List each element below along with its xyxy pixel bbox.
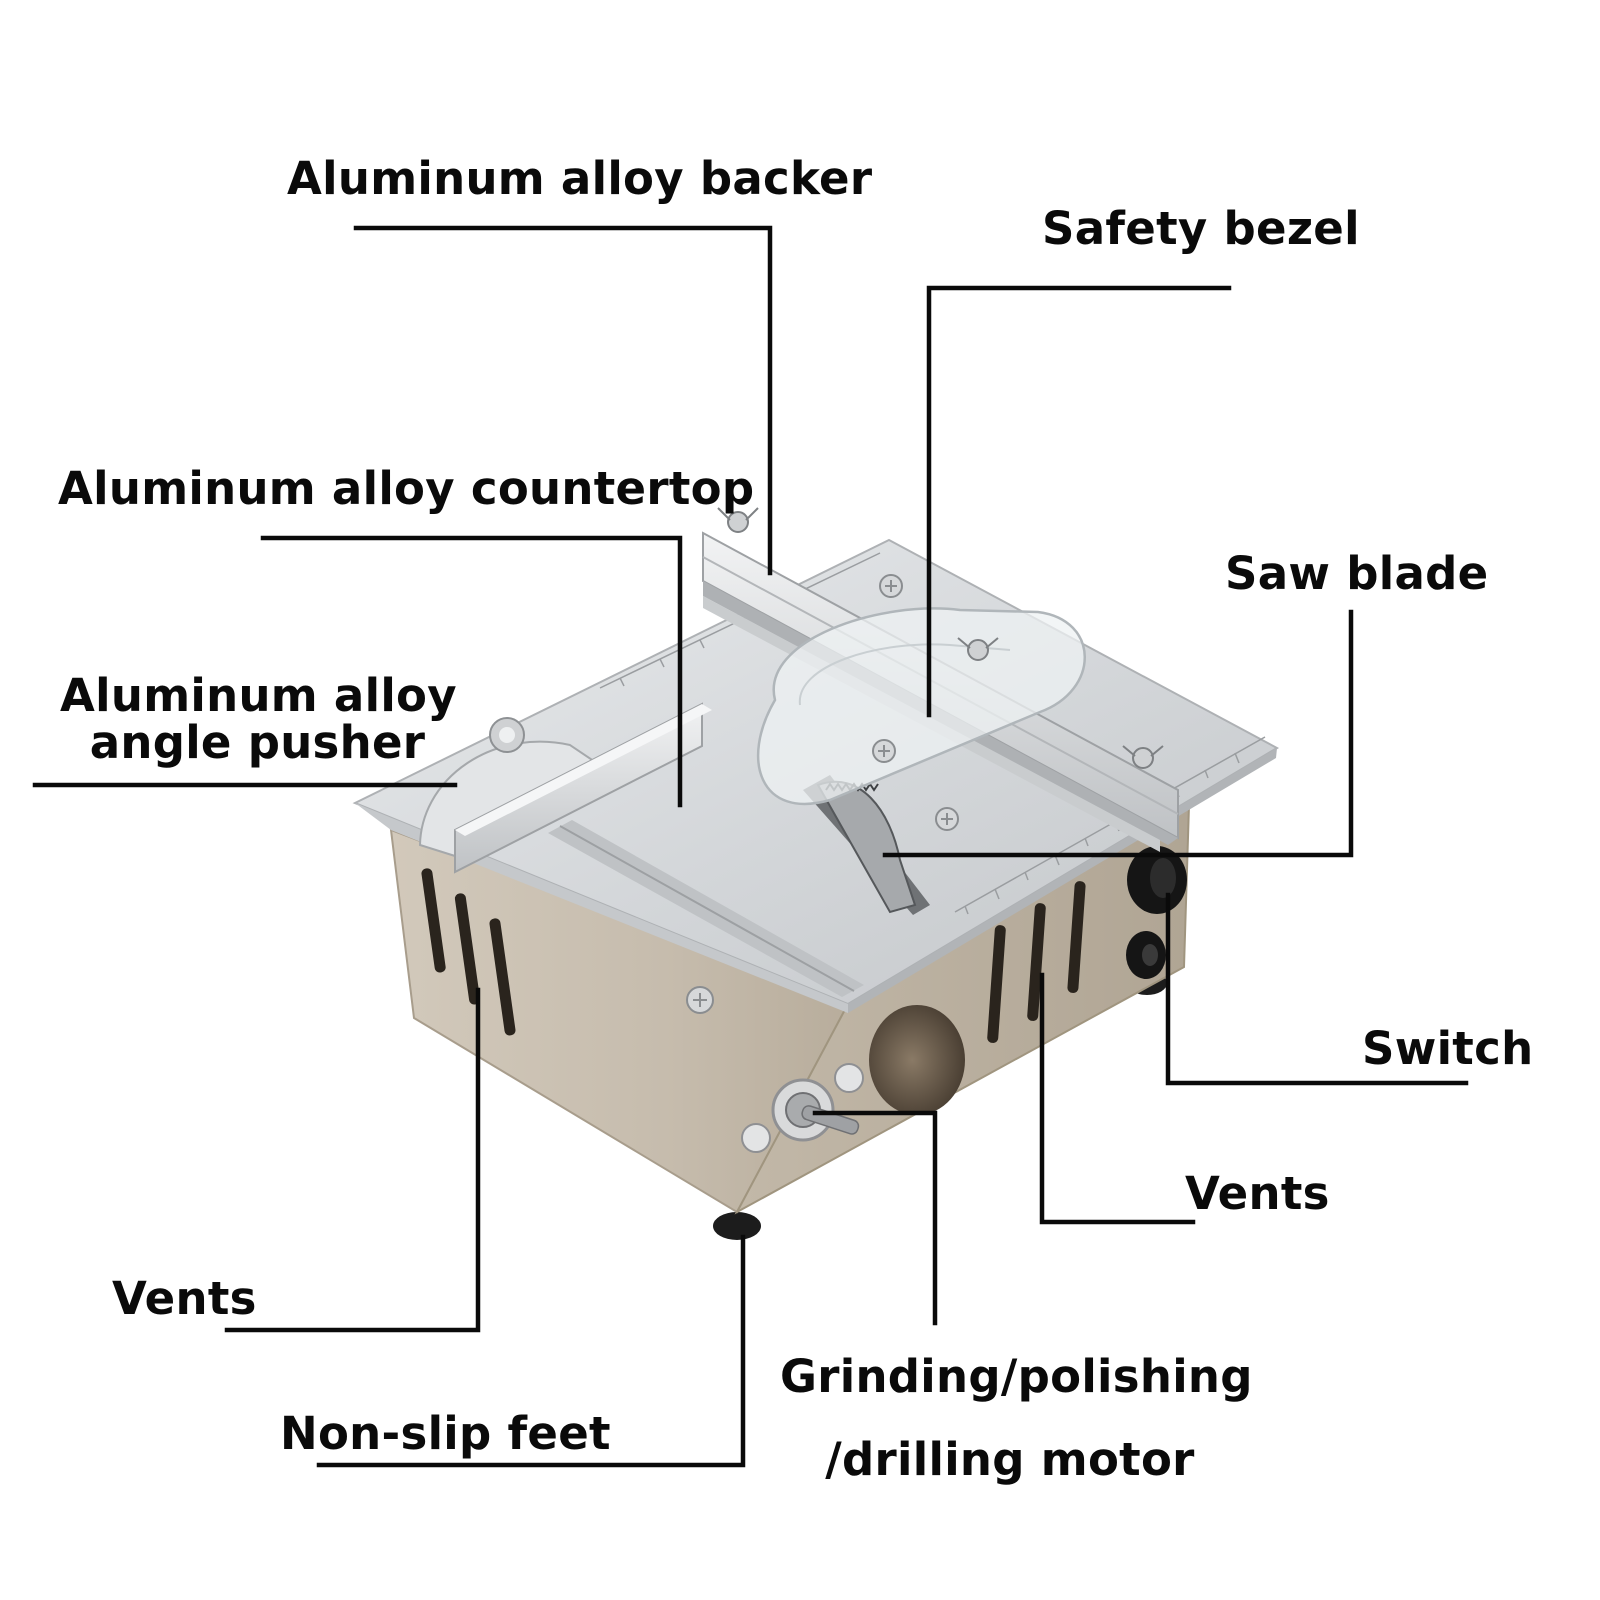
angle-pusher: [418, 702, 712, 874]
leader-motor: [812, 1110, 938, 1326]
label-motor-line2: /drilling motor: [825, 1433, 1195, 1487]
leader-lines: [32, 225, 1469, 1468]
leader-vents-left: [224, 987, 481, 1333]
switch-panel: [1126, 846, 1187, 979]
right-vents: [987, 881, 1086, 1043]
label-angle-pusher-line2: angle pusher: [89, 716, 426, 770]
motor-opening: [869, 1005, 965, 1115]
safety-bezel: [756, 607, 1086, 806]
label-switch: Switch: [1362, 1022, 1534, 1075]
wing-nuts: [717, 507, 1164, 769]
left-vents: [421, 868, 516, 1036]
countertop-screws: [686, 574, 959, 1014]
label-feet: Non-slip feet: [280, 1407, 611, 1460]
label-countertop: Aluminum alloy countertop: [58, 462, 755, 515]
label-safety-bezel: Safety bezel: [1042, 202, 1360, 255]
leader-safety-bezel: [926, 285, 1232, 718]
label-motor-line1: Grinding/polishing: [780, 1350, 1253, 1403]
label-saw-blade: Saw blade: [1225, 547, 1489, 600]
leader-countertop: [260, 535, 683, 808]
label-angle-pusher: Aluminum alloy angle pusher: [60, 669, 457, 770]
label-backer: Aluminum alloy backer: [287, 152, 873, 205]
leader-saw-blade: [882, 609, 1354, 858]
label-vents-right: Vents: [1185, 1167, 1330, 1220]
leader-switch: [1165, 892, 1469, 1086]
label-motor: Grinding/polishing /drilling motor: [780, 1335, 1253, 1502]
leader-backer: [353, 225, 773, 576]
leader-feet: [316, 1234, 746, 1468]
label-angle-pusher-line1: Aluminum alloy: [60, 669, 457, 722]
leader-vents-right: [1039, 972, 1196, 1225]
label-vents-left: Vents: [112, 1272, 257, 1325]
